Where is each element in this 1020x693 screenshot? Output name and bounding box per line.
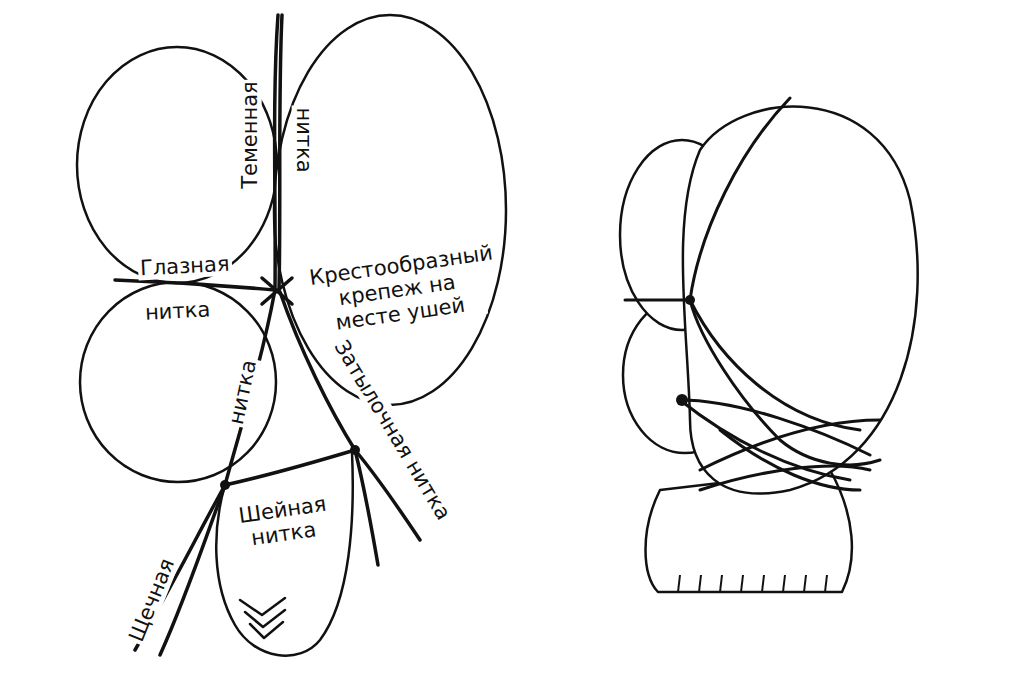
hatch-stroke: [699, 575, 701, 592]
thread-label: Глазная: [138, 251, 233, 280]
upper-lobe: [77, 47, 277, 283]
hatch-stroke: [825, 575, 827, 592]
hatch-stroke: [783, 575, 785, 592]
thread-label: Теменная: [238, 79, 262, 190]
right-lobe: [274, 15, 506, 405]
thread-label: нитка: [292, 105, 316, 174]
hatch-stroke: [720, 575, 722, 592]
thread-label: нитка: [143, 297, 213, 325]
threads-right: [625, 98, 880, 490]
hatch-stroke: [762, 575, 764, 592]
threads-left: [115, 15, 420, 655]
chin-marks: [240, 598, 285, 638]
hatch-stroke: [678, 575, 680, 592]
thread-label: Щечная: [124, 553, 181, 647]
head: [683, 107, 918, 494]
hatch-stroke: [741, 575, 743, 592]
lower-lobe: [80, 282, 276, 482]
hatch-stroke: [804, 575, 806, 592]
neck-marks: [678, 575, 827, 592]
